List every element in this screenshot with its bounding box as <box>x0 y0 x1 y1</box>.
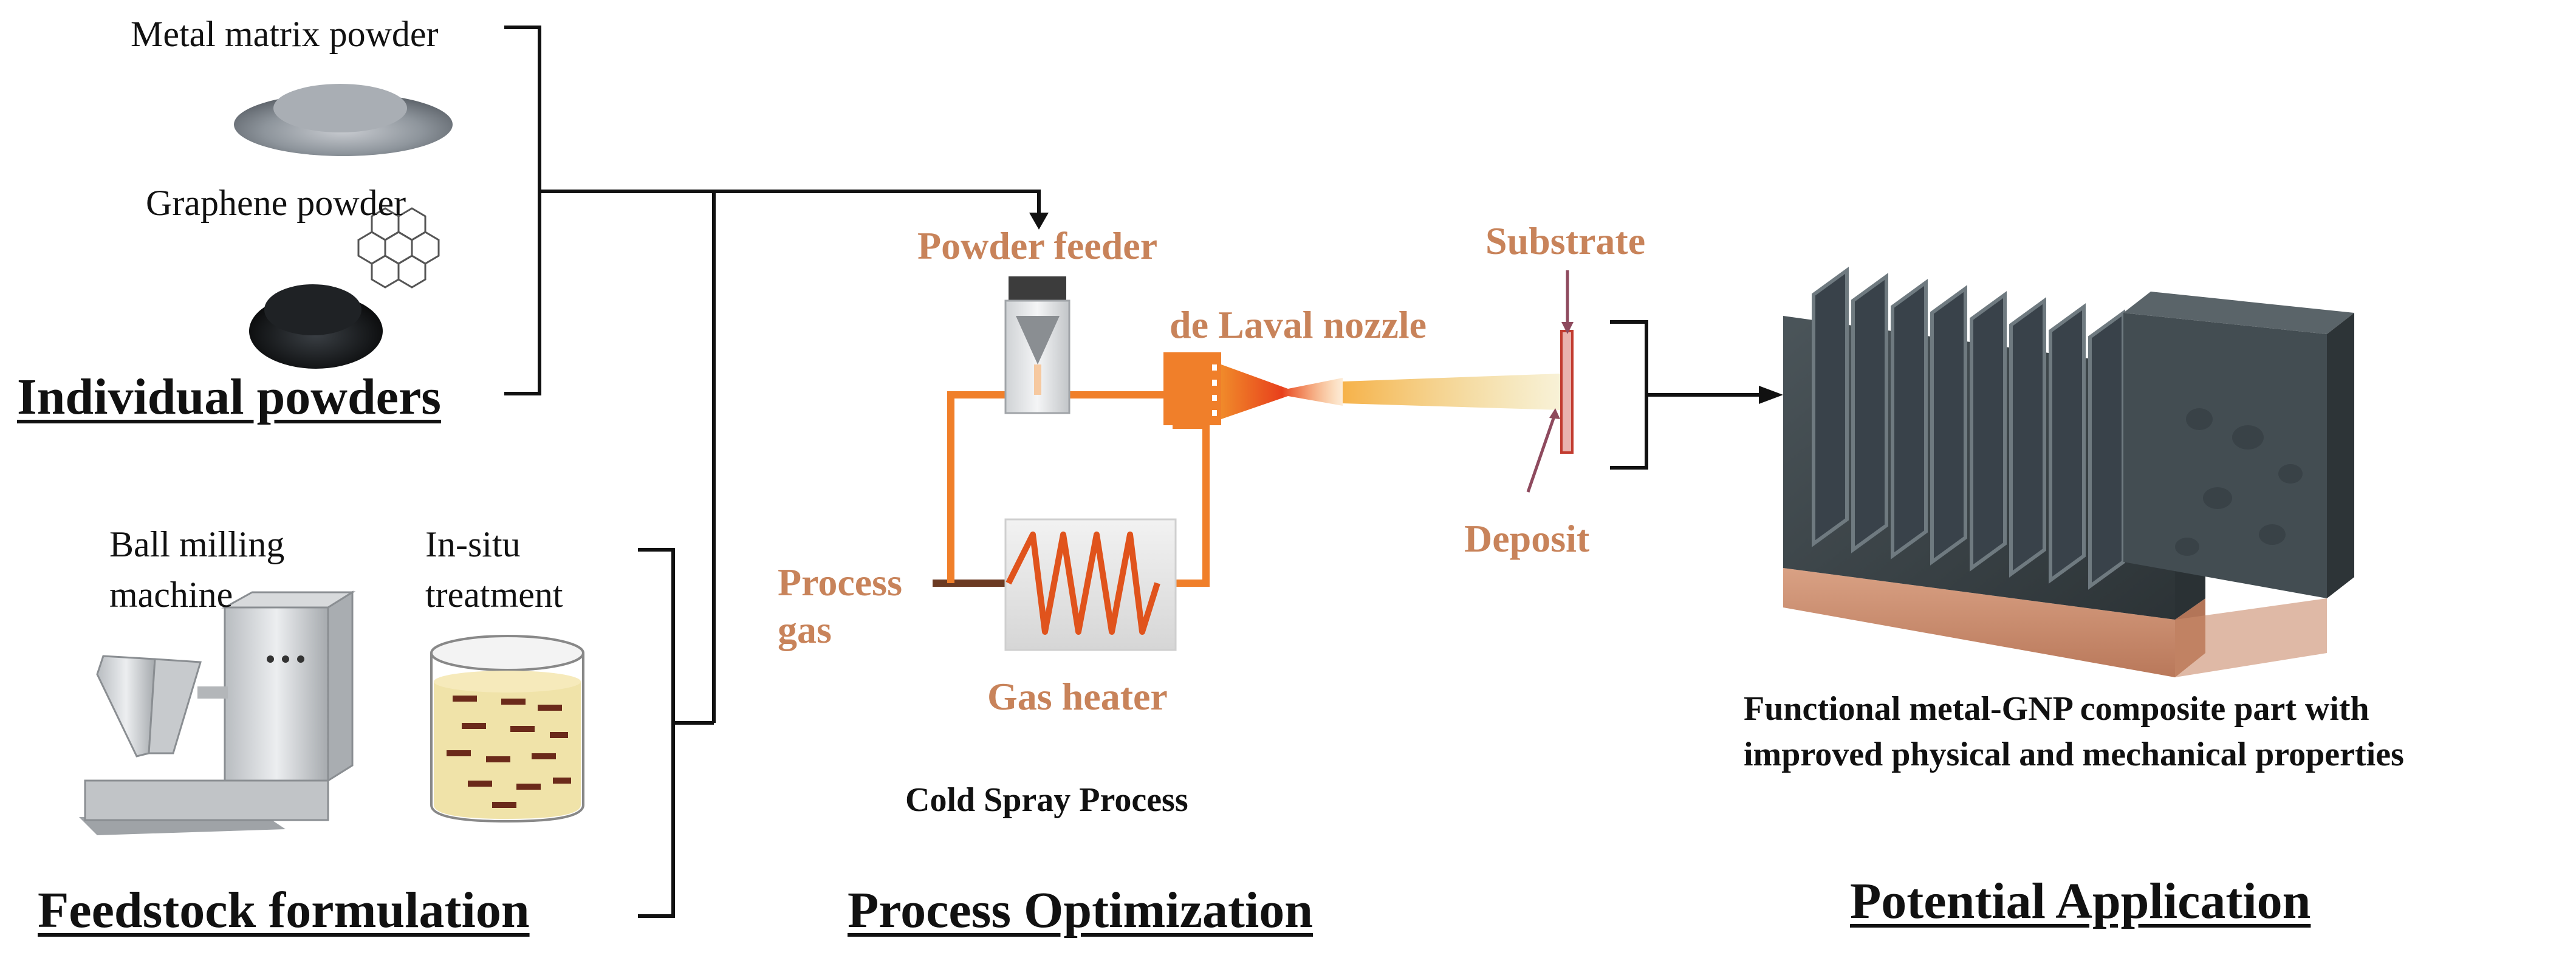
output-bracket <box>1610 320 1762 470</box>
feedstock-formulation-heading: Feedstock formulation <box>38 882 530 939</box>
in-situ-beaker-image <box>430 635 584 823</box>
process-optimization-heading: Process Optimization <box>848 882 1314 939</box>
de-laval-nozzle <box>1163 352 1343 425</box>
powder-feeder-label: Powder feeder <box>917 224 1158 267</box>
individual-powders-heading: Individual powders <box>17 369 441 425</box>
powders-bracket <box>504 26 1041 723</box>
process-gas-label-line1: Process <box>778 561 902 604</box>
metal-matrix-powder-label: Metal matrix powder <box>131 14 439 54</box>
gas-heater-label: Gas heater <box>987 675 1168 718</box>
spray-jet <box>1343 374 1561 410</box>
deposit-label: Deposit <box>1464 517 1590 560</box>
feedstock-bracket <box>638 548 714 918</box>
output-arrow-head <box>1759 386 1783 404</box>
substrate-plate <box>1560 330 1574 454</box>
substrate-pointers <box>1526 270 1569 493</box>
graphene-lattice-icon <box>357 207 440 289</box>
feed-arrow-head <box>1029 213 1049 230</box>
cold-spray-process-caption: Cold Spray Process <box>905 781 1188 819</box>
heat-sink-image <box>1783 267 2354 677</box>
ball-milling-machine-image <box>79 590 356 835</box>
application-caption-line1: Functional metal-GNP composite part with <box>1744 690 2369 728</box>
metal-matrix-powder-pile <box>234 84 453 156</box>
potential-application-heading: Potential Application <box>1850 873 2311 929</box>
ball-milling-label-line1: Ball milling <box>109 524 285 564</box>
ball-milling-label-line2: machine <box>109 575 233 615</box>
in-situ-label-line1: In-situ <box>425 524 521 564</box>
substrate-label: Substrate <box>1485 219 1646 262</box>
in-situ-label-line2: treatment <box>425 575 563 615</box>
graphene-powder-label: Graphene powder <box>146 183 406 223</box>
de-laval-nozzle-label: de Laval nozzle <box>1170 303 1427 346</box>
process-gas-label-line2: gas <box>778 608 832 651</box>
graphene-powder-pile <box>249 284 383 369</box>
application-caption-line2: improved physical and mechanical propert… <box>1744 736 2404 773</box>
gas-heater <box>1004 518 1177 651</box>
powder-feeder <box>1004 276 1070 414</box>
